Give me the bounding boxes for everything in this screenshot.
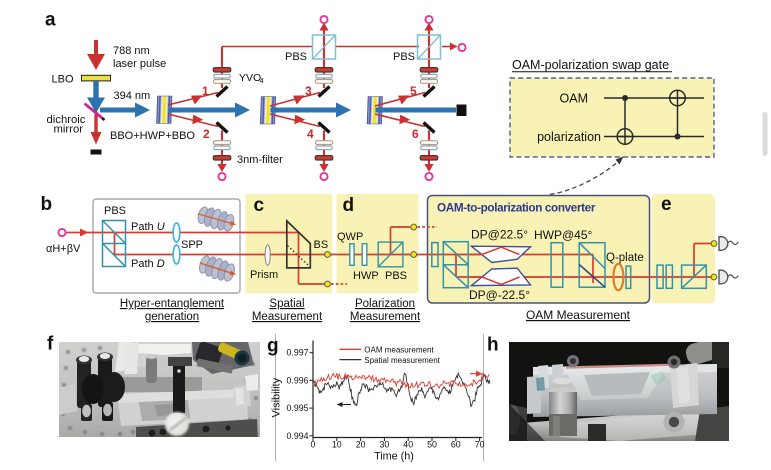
svg-text:4: 4 bbox=[307, 127, 314, 141]
svg-text:0.996: 0.996 bbox=[286, 375, 308, 385]
svg-text:5: 5 bbox=[410, 84, 417, 98]
svg-text:0.994: 0.994 bbox=[286, 431, 308, 441]
svg-text:αH+βV: αH+βV bbox=[46, 243, 81, 255]
svg-text:e: e bbox=[661, 194, 672, 215]
svg-text:d: d bbox=[343, 195, 355, 216]
svg-text:OAM-to-polarization converter: OAM-to-polarization converter bbox=[437, 202, 596, 215]
svg-text:b: b bbox=[41, 194, 53, 215]
svg-text:QWP: QWP bbox=[337, 231, 363, 243]
svg-text:PBS: PBS bbox=[285, 51, 307, 63]
svg-text:Spatial: Spatial bbox=[269, 298, 304, 310]
svg-text:60: 60 bbox=[451, 440, 461, 450]
svg-text:Polarization: Polarization bbox=[355, 298, 415, 310]
svg-text:50: 50 bbox=[427, 440, 437, 450]
svg-text:10: 10 bbox=[332, 440, 342, 450]
svg-text:OAM: OAM bbox=[560, 92, 588, 106]
svg-text:a: a bbox=[45, 10, 56, 31]
svg-text:3: 3 bbox=[305, 84, 312, 98]
svg-text:PBS: PBS bbox=[393, 51, 415, 63]
svg-text:LBO: LBO bbox=[52, 74, 74, 86]
svg-text:Time (h): Time (h) bbox=[374, 451, 414, 463]
svg-text:h: h bbox=[487, 335, 499, 356]
svg-text:20: 20 bbox=[356, 440, 366, 450]
svg-text:OAM Measurement: OAM Measurement bbox=[526, 308, 631, 322]
svg-text:Spatial measurement: Spatial measurement bbox=[364, 356, 440, 365]
svg-text:DP@22.5°: DP@22.5° bbox=[471, 228, 528, 242]
svg-text:Measurement: Measurement bbox=[252, 311, 323, 323]
svg-text:BS: BS bbox=[314, 239, 329, 251]
svg-text:Measurement: Measurement bbox=[350, 311, 421, 323]
svg-text:4: 4 bbox=[260, 76, 264, 85]
svg-text:laser pulse: laser pulse bbox=[113, 58, 166, 70]
svg-text:30: 30 bbox=[380, 440, 390, 450]
svg-text:polarization: polarization bbox=[537, 130, 601, 144]
svg-text:3nm-filter: 3nm-filter bbox=[237, 154, 283, 166]
svg-text:PBS: PBS bbox=[104, 205, 126, 217]
svg-text:HWP: HWP bbox=[353, 270, 379, 282]
svg-text:6: 6 bbox=[412, 127, 419, 141]
svg-text:YVO: YVO bbox=[239, 72, 261, 84]
svg-text:SPP: SPP bbox=[181, 239, 203, 251]
svg-text:g: g bbox=[267, 336, 279, 357]
svg-text:generation: generation bbox=[145, 311, 199, 323]
svg-text:788 nm: 788 nm bbox=[113, 45, 150, 57]
svg-text:1: 1 bbox=[202, 84, 209, 98]
svg-text:0.997: 0.997 bbox=[286, 348, 308, 358]
svg-text:PBS: PBS bbox=[385, 270, 407, 282]
svg-text:OAM-polarization swap gate: OAM-polarization swap gate bbox=[512, 58, 669, 72]
svg-text:OAM measurement: OAM measurement bbox=[364, 346, 434, 355]
svg-text:Path D: Path D bbox=[131, 258, 165, 270]
svg-text:DP@-22.5°: DP@-22.5° bbox=[469, 288, 530, 302]
svg-text:Hyper-entanglement: Hyper-entanglement bbox=[120, 298, 225, 310]
svg-text:mirror: mirror bbox=[54, 124, 84, 136]
svg-text:f: f bbox=[47, 334, 54, 355]
svg-text:0.995: 0.995 bbox=[286, 403, 308, 413]
svg-text:HWP@45°: HWP@45° bbox=[534, 228, 593, 242]
svg-text:0: 0 bbox=[311, 440, 316, 450]
svg-text:c: c bbox=[254, 195, 265, 216]
svg-text:Q-plate: Q-plate bbox=[606, 252, 644, 264]
svg-text:2: 2 bbox=[203, 127, 210, 141]
svg-text:Visibility: Visibility bbox=[271, 377, 283, 417]
svg-text:40: 40 bbox=[403, 440, 413, 450]
svg-text:394 nm: 394 nm bbox=[114, 90, 151, 102]
svg-text:Path U: Path U bbox=[131, 221, 165, 233]
svg-text:dichroic: dichroic bbox=[47, 114, 86, 126]
svg-text:BBO+HWP+BBO: BBO+HWP+BBO bbox=[110, 130, 195, 142]
svg-text:70: 70 bbox=[475, 440, 485, 450]
svg-text:Prism: Prism bbox=[250, 269, 278, 281]
